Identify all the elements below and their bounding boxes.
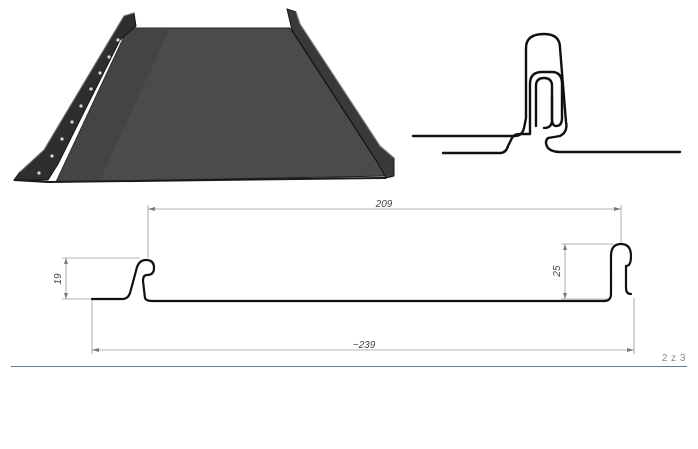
profile-line [90, 242, 633, 303]
dim-total-width: ~239 [353, 340, 376, 351]
footer-rule [11, 366, 687, 367]
panel-3d-render [13, 8, 395, 184]
joint-inner-hook [534, 76, 554, 130]
page-number: 2 z 3 [661, 353, 686, 364]
profile-section: 209 ~239 19 25 [53, 199, 635, 354]
joint-lower-sheet [441, 70, 564, 155]
panel-pan-shade [56, 28, 170, 182]
dim-top-width: 209 [375, 199, 393, 210]
joint-upper-sheet [411, 32, 682, 154]
panel-right-seam-edge [295, 11, 395, 159]
dimension-arrows [64, 207, 634, 352]
panel-front-edge [13, 177, 387, 184]
dim-right-height: 25 [552, 265, 563, 278]
nailing-holes [37, 38, 120, 175]
dim-left-height: 19 [53, 273, 64, 285]
dimension-lines [62, 205, 635, 354]
panel-left-seam-edge [19, 12, 135, 173]
seam-joint-detail [411, 32, 682, 155]
